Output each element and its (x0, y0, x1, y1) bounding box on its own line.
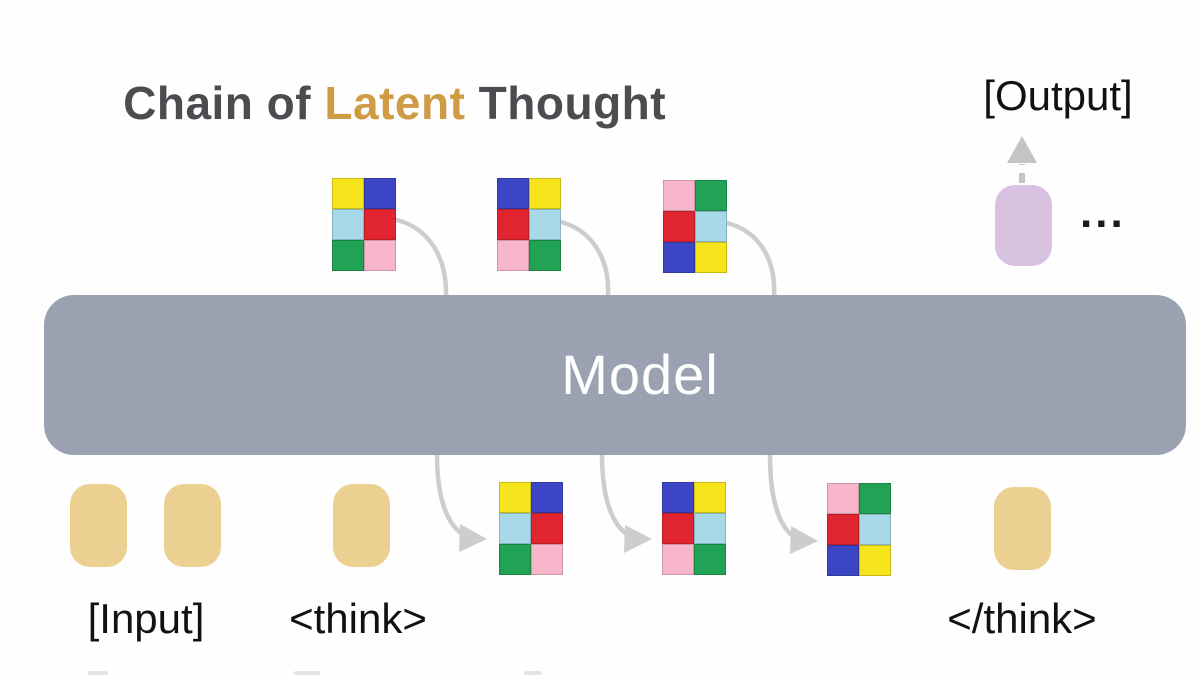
latent-cell-blue (531, 482, 563, 513)
latent-cell-green (529, 240, 561, 271)
latent-cell-pink (364, 240, 396, 271)
arrow-model-to-bottom-latent-2 (599, 451, 634, 540)
latent-grid-bottom-3 (827, 483, 891, 576)
arrow-top-latent-2-to-model (558, 219, 611, 299)
think-close-label: </think> (947, 595, 1097, 642)
title-part-1: Chain of (123, 77, 325, 129)
title-part-latent: Latent (324, 77, 466, 129)
input-token-2 (164, 484, 221, 567)
latent-cell-red (497, 209, 529, 240)
arrowhead-to-output (1007, 136, 1037, 163)
latent-cell-pink (497, 240, 529, 271)
latent-cell-blue (663, 242, 695, 273)
output-token (995, 185, 1052, 266)
arrow-top-latent-3-to-model (724, 220, 777, 299)
ellipsis-text: ... (1080, 188, 1126, 237)
latent-cell-green (499, 544, 531, 575)
latent-cell-yellow (499, 482, 531, 513)
latent-cell-green (859, 483, 891, 514)
input-label: [Input] (87, 595, 205, 642)
latent-grid-bottom-1 (499, 482, 563, 575)
latent-grid-top-1 (332, 178, 396, 271)
latent-grid-top-3 (663, 180, 727, 273)
model-label: Model (561, 343, 719, 406)
arrow-top-latent-1-to-model (394, 217, 449, 299)
latent-cell-red (662, 513, 694, 544)
latent-cell-pink (827, 483, 859, 514)
output-label: [Output] (983, 72, 1133, 119)
latent-cell-yellow (695, 242, 727, 273)
latent-cell-green (694, 544, 726, 575)
latent-cell-yellow (529, 178, 561, 209)
latent-cell-blue (364, 178, 396, 209)
latent-cell-yellow (859, 545, 891, 576)
latent-cell-lightblue (529, 209, 561, 240)
arrow-model-to-bottom-latent-1 (434, 451, 469, 539)
latent-cell-green (695, 180, 727, 211)
latent-cell-lightblue (499, 513, 531, 544)
title-part-3: Thought (465, 77, 667, 129)
latent-cell-red (364, 209, 396, 240)
arrowhead-bottom-latent-3 (790, 526, 818, 554)
latent-cell-red (827, 514, 859, 545)
latent-cell-blue (827, 545, 859, 576)
latent-cell-lightblue (859, 514, 891, 545)
model-bar (44, 295, 1186, 455)
latent-cell-green (332, 240, 364, 271)
latent-grid-top-2 (497, 178, 561, 271)
input-token-1 (70, 484, 127, 567)
cutoff-marks (88, 671, 542, 675)
arrowhead-bottom-latent-2 (624, 525, 652, 553)
latent-cell-pink (531, 544, 563, 575)
page-title: Chain of Latent Thought (70, 22, 666, 184)
latent-cell-lightblue (695, 211, 727, 242)
latent-cell-blue (662, 482, 694, 513)
latent-cell-lightblue (332, 209, 364, 240)
think-open-token (333, 484, 390, 567)
arrow-model-to-bottom-latent-3 (767, 451, 800, 542)
latent-cell-lightblue (694, 513, 726, 544)
latent-cell-blue (497, 178, 529, 209)
latent-cell-yellow (332, 178, 364, 209)
think-close-token (994, 487, 1051, 570)
latent-cell-red (663, 211, 695, 242)
arrowhead-bottom-latent-1 (459, 524, 487, 552)
latent-cell-red (531, 513, 563, 544)
think-open-label: <think> (289, 595, 427, 642)
latent-grid-bottom-2 (662, 482, 726, 575)
latent-cell-pink (662, 544, 694, 575)
latent-cell-yellow (694, 482, 726, 513)
latent-cell-pink (663, 180, 695, 211)
